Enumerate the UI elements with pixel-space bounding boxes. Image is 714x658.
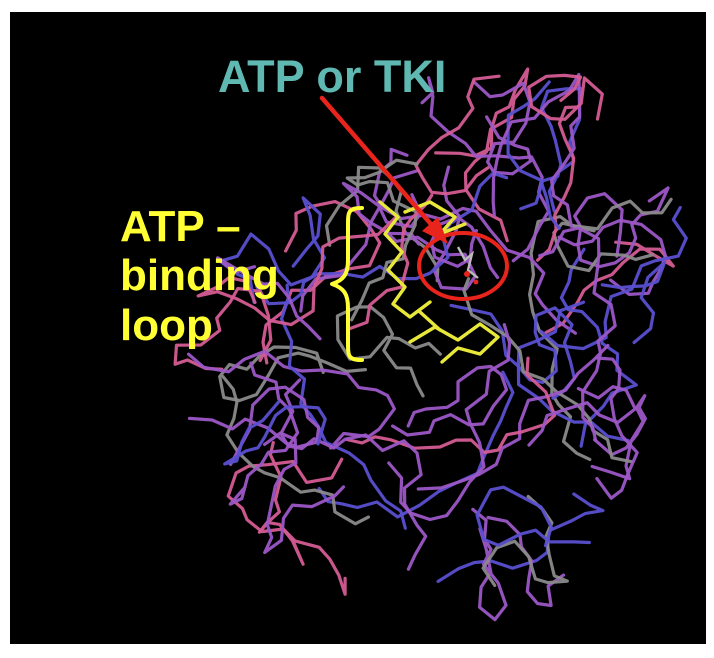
backbone-segment [384,165,477,291]
backbone-segment [228,361,300,506]
backbone-segment [434,67,530,243]
backbone-segment [559,247,638,448]
backbone-segment [196,216,397,327]
protein-backbone-trace [173,67,688,622]
ligand-molecule [456,246,479,279]
backbone-segment [539,205,688,351]
backbone-segment [299,169,420,313]
backbone-segment [595,356,639,500]
backbone-segment [472,80,533,176]
arrow-shaft [319,95,439,233]
backbone-segment [279,378,428,571]
arrow-head [422,217,448,244]
binding-site-circle [417,231,509,301]
backbone-segment [279,283,407,530]
backbone-segment [391,364,509,437]
ligand-label: ATP or TKI [218,51,447,102]
backbone-segment [491,72,582,228]
backbone-segment [538,226,617,442]
backbone-segment [414,74,501,196]
backbone-segment [600,260,667,345]
binding-loop-label: ATP – binding loop [120,202,279,350]
binding-loop-label-line-1: ATP – [120,202,241,251]
backbone-segment [462,277,634,464]
atp-binding-loop-trace [403,200,467,236]
backbone-segment [218,345,367,403]
backbone-segment [475,485,591,548]
backbone-segment [187,349,396,450]
backbone-segment [420,76,551,263]
ligand-atom [473,279,479,285]
atp-binding-loop-trace [378,200,432,319]
backbone-segment [221,375,370,526]
curly-brace-icon [330,206,364,362]
backbone-segment [527,73,604,121]
backbone-segment [317,370,515,519]
backbone-segment [527,385,637,447]
backbone-segment [387,323,512,522]
backbone-segment [341,181,423,246]
protein-structure-figure: ATP or TKI ATP – binding loop [10,12,706,644]
backbone-segment [486,515,566,608]
binding-loop-label-line-3: loop [120,300,213,350]
backbone-segment [187,385,321,466]
binding-loop-label-line-2: binding [120,251,279,301]
backbone-segment [216,256,322,341]
backbone-segment [557,218,667,296]
ligand-atom [464,271,470,277]
atp-binding-loop-trace [418,310,442,332]
backbone-segment [223,400,327,466]
backbone-segment [544,240,675,335]
backbone-segment [590,394,648,481]
atp-binding-loop-trace [408,322,500,364]
backbone-segment [257,440,305,566]
backbone-segment [345,158,419,322]
backbone-segment [173,286,273,371]
backbone-segment [346,193,434,331]
backbone-segment [263,431,346,555]
backbone-segment [345,356,557,455]
backbone-segment [506,80,561,230]
